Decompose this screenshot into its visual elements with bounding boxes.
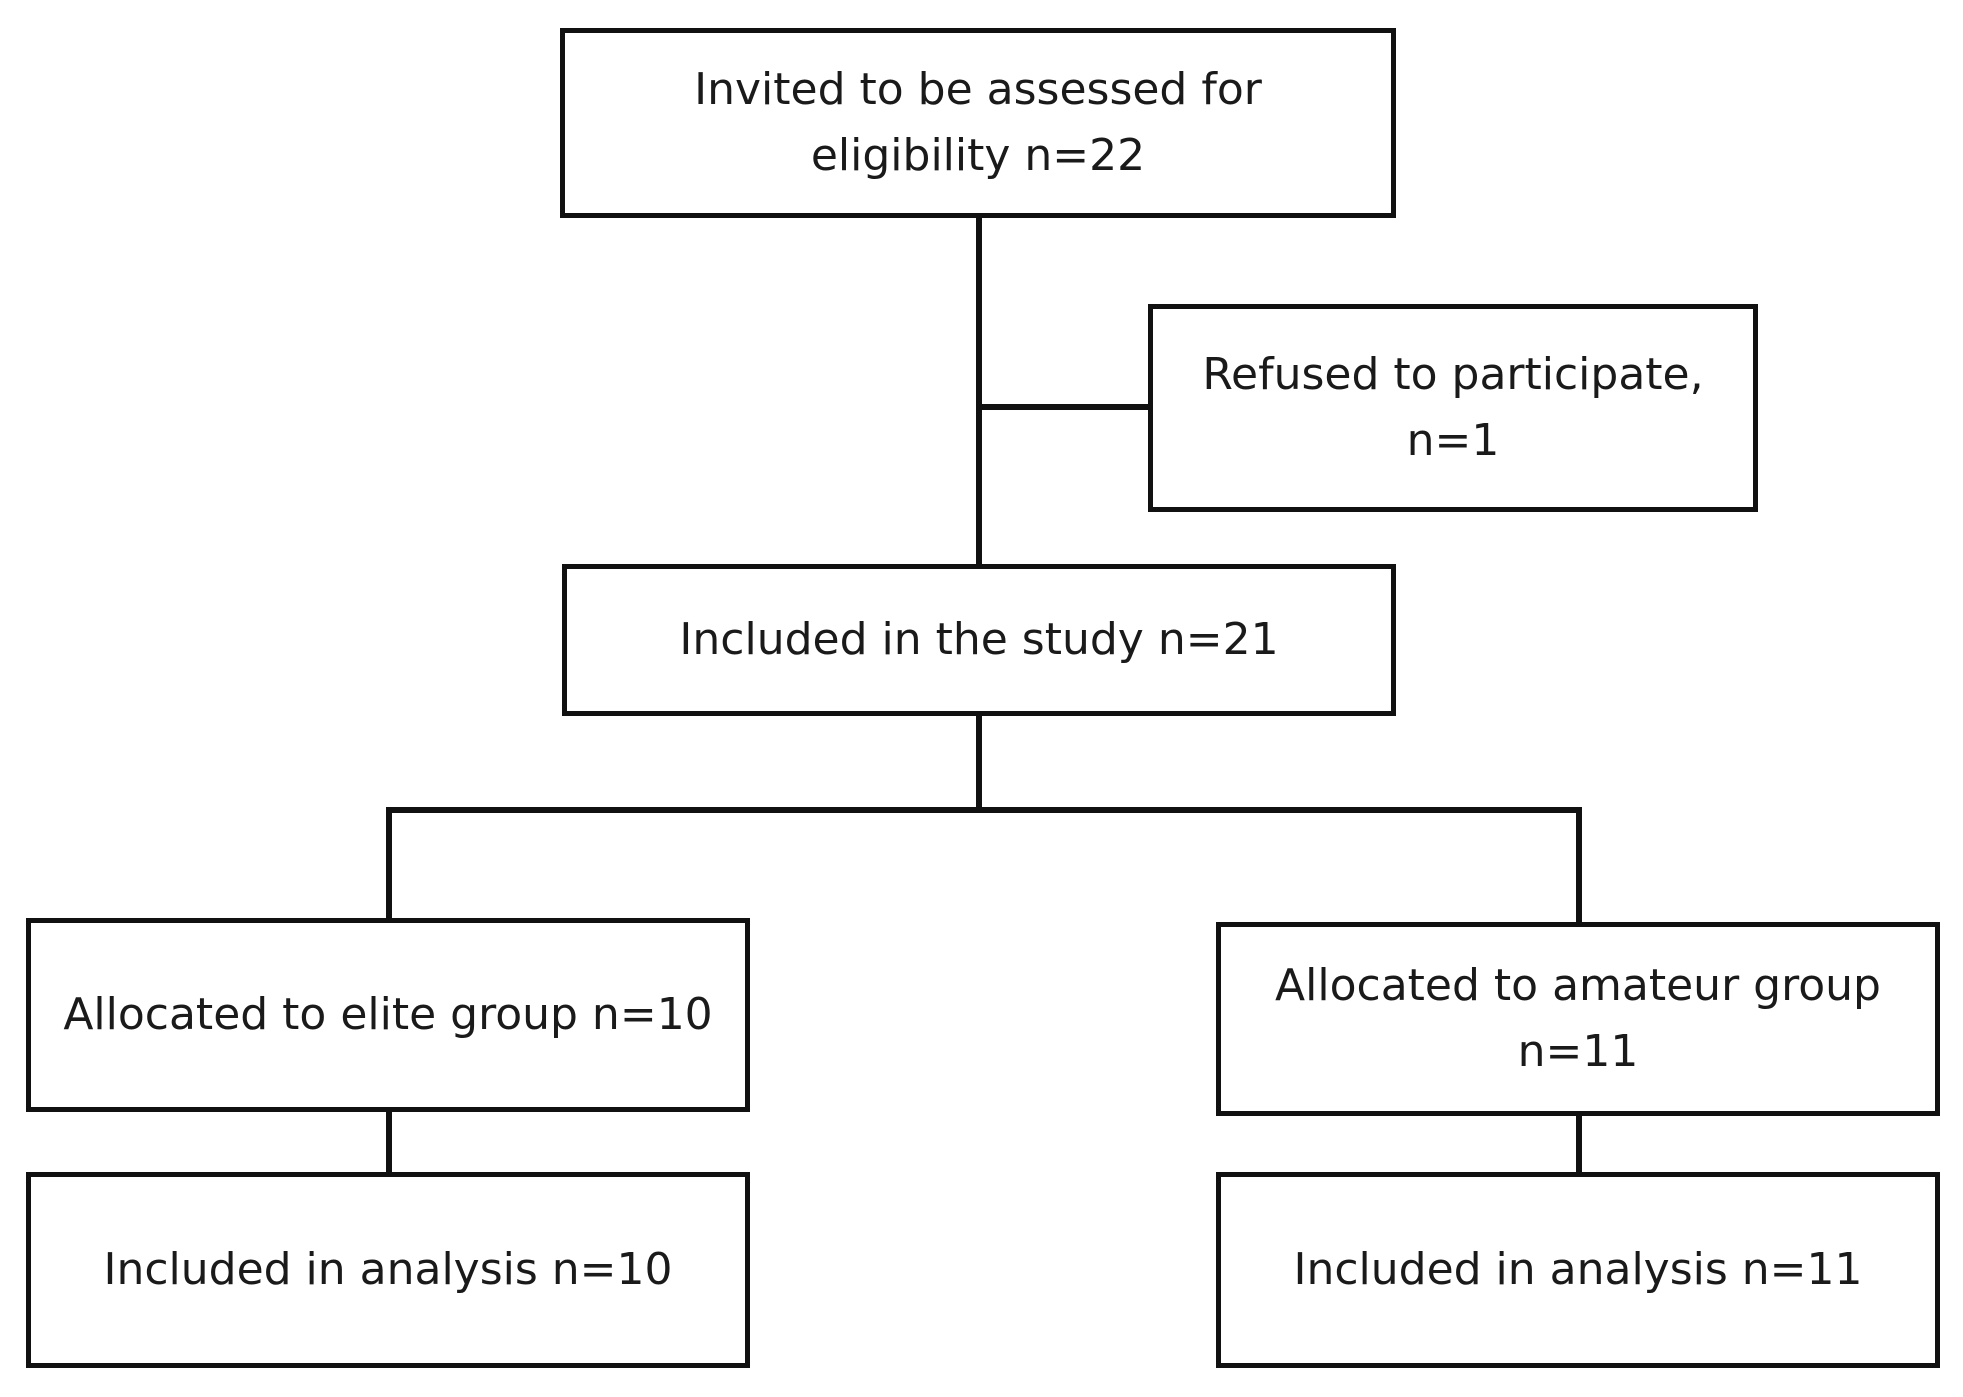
refused-label: Refused to participate, n=1: [1202, 349, 1704, 466]
connector-to-elite: [386, 807, 392, 921]
elite-allocated-label: Allocated to elite group n=10: [63, 989, 713, 1040]
amateur-analysis-box: Included in analysis n=11: [1216, 1172, 1940, 1368]
included-study-box: Included in the study n=21: [562, 564, 1396, 716]
elite-analysis-label: Included in analysis n=10: [103, 1244, 673, 1295]
connector-to-amateur: [1576, 807, 1582, 925]
invited-label: Invited to be assessed for eligibility n…: [694, 64, 1262, 181]
included-study-label: Included in the study n=21: [679, 614, 1279, 665]
elite-analysis-box: Included in analysis n=10: [26, 1172, 750, 1368]
connector-to-refused: [976, 404, 1152, 410]
connector-amateur-to-analysis: [1576, 1112, 1582, 1176]
amateur-allocated-label: Allocated to amateur group n=11: [1275, 960, 1881, 1077]
invited-box: Invited to be assessed for eligibility n…: [560, 28, 1396, 218]
elite-allocated-box: Allocated to elite group n=10: [26, 918, 750, 1112]
amateur-allocated-box: Allocated to amateur group n=11: [1216, 922, 1940, 1116]
connector-included-down: [976, 712, 982, 812]
connector-invited-to-included: [976, 216, 982, 568]
refused-box: Refused to participate, n=1: [1148, 304, 1758, 512]
connector-elite-to-analysis: [386, 1108, 392, 1176]
connector-split-horizontal: [386, 807, 1582, 813]
amateur-analysis-label: Included in analysis n=11: [1293, 1244, 1863, 1295]
